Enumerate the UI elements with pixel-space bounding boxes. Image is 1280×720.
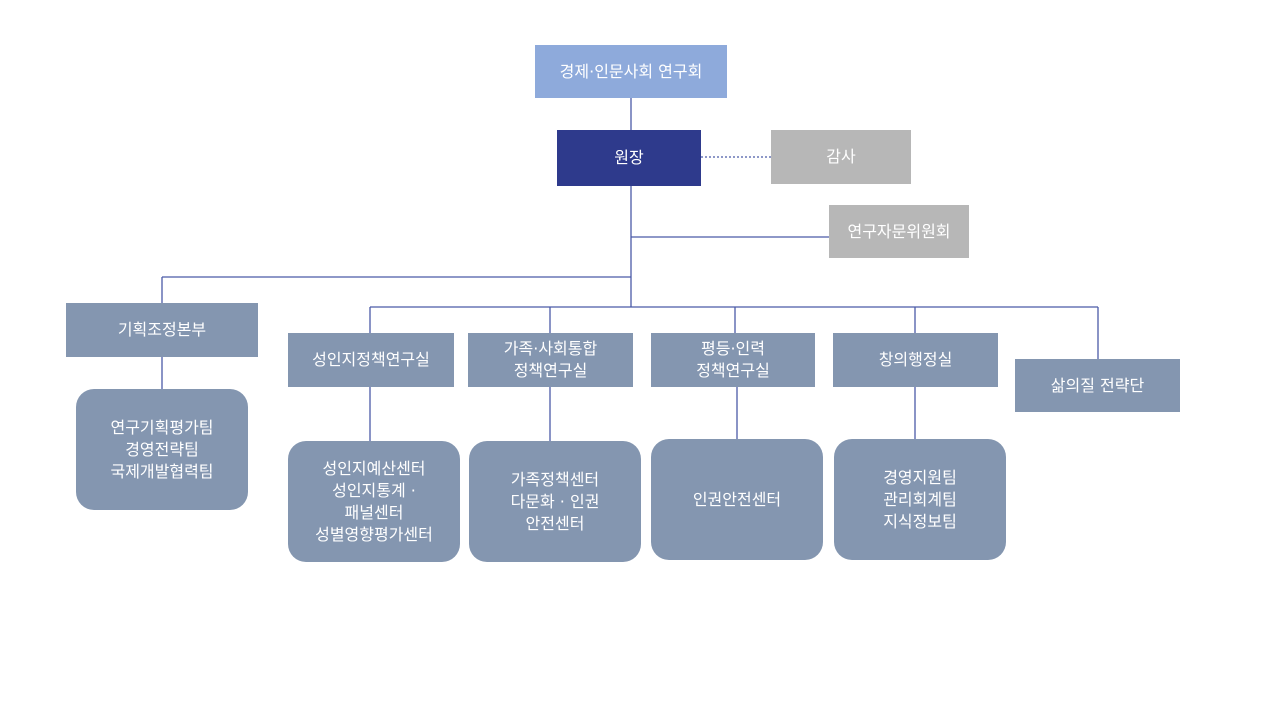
equality-subunits-box: 인권안전센터 (651, 439, 823, 560)
dept-family-box: 가족·사회통합 정책연구실 (468, 333, 633, 387)
subunit-label: 경영전략팀 (125, 439, 199, 459)
dept-quality-box: 삶의질 전략단 (1015, 359, 1180, 412)
gender-subunits-box: 성인지예산센터 성인지통계 · 패널센터 성별영향평가센터 (288, 441, 460, 562)
subunit-label: 안전센터 (525, 513, 585, 533)
dept-label: 정책연구실 (696, 361, 770, 380)
audit-box: 감사 (771, 130, 911, 184)
subunit-label: 성인지통계 · (332, 480, 416, 500)
dept-planning-box: 기획조정본부 (66, 303, 258, 357)
root-label: 경제·인문사회 연구회 (559, 61, 703, 81)
subunit-label: 지식정보팀 (883, 511, 957, 531)
subunit-label: 다문화 · 인권 (510, 491, 600, 511)
advisory-label: 연구자문위원회 (847, 221, 951, 241)
director-box: 원장 (557, 130, 701, 186)
dept-label: 기획조정본부 (117, 320, 207, 339)
dept-gender-box: 성인지정책연구실 (288, 333, 454, 387)
subunit-label: 성별영향평가센터 (315, 524, 433, 544)
audit-label: 감사 (826, 147, 856, 166)
subunit-label: 경영지원팀 (883, 467, 957, 487)
subunit-label: 관리회계팀 (883, 489, 957, 509)
dept-label: 창의행정실 (878, 350, 953, 369)
subunit-label: 국제개발협력팀 (110, 461, 214, 481)
family-subunits-box: 가족정책센터 다문화 · 인권 안전센터 (469, 441, 641, 562)
subunit-label: 가족정책센터 (510, 469, 600, 489)
advisory-committee-box: 연구자문위원회 (829, 205, 969, 258)
subunit-label: 성인지예산센터 (322, 458, 426, 478)
dept-label: 평등·인력 (701, 339, 765, 358)
subunit-label: 인권안전센터 (692, 489, 782, 509)
innovation-subunits-box: 경영지원팀 관리회계팀 지식정보팀 (834, 439, 1006, 560)
subunit-label: 연구기획평가팀 (110, 417, 214, 437)
director-label: 원장 (614, 148, 644, 167)
dept-label: 정책연구실 (513, 361, 588, 380)
dept-label: 삶의질 전략단 (1050, 375, 1145, 395)
dept-equality-box: 평등·인력 정책연구실 (651, 333, 815, 387)
root-council-box: 경제·인문사회 연구회 (535, 45, 727, 98)
dept-label: 가족·사회통합 (503, 339, 598, 358)
planning-subunits-box: 연구기획평가팀 경영전략팀 국제개발협력팀 (76, 389, 248, 510)
dept-label: 성인지정책연구실 (312, 350, 430, 369)
dept-innovation-box: 창의행정실 (833, 333, 998, 387)
subunit-label: 패널센터 (344, 502, 404, 522)
